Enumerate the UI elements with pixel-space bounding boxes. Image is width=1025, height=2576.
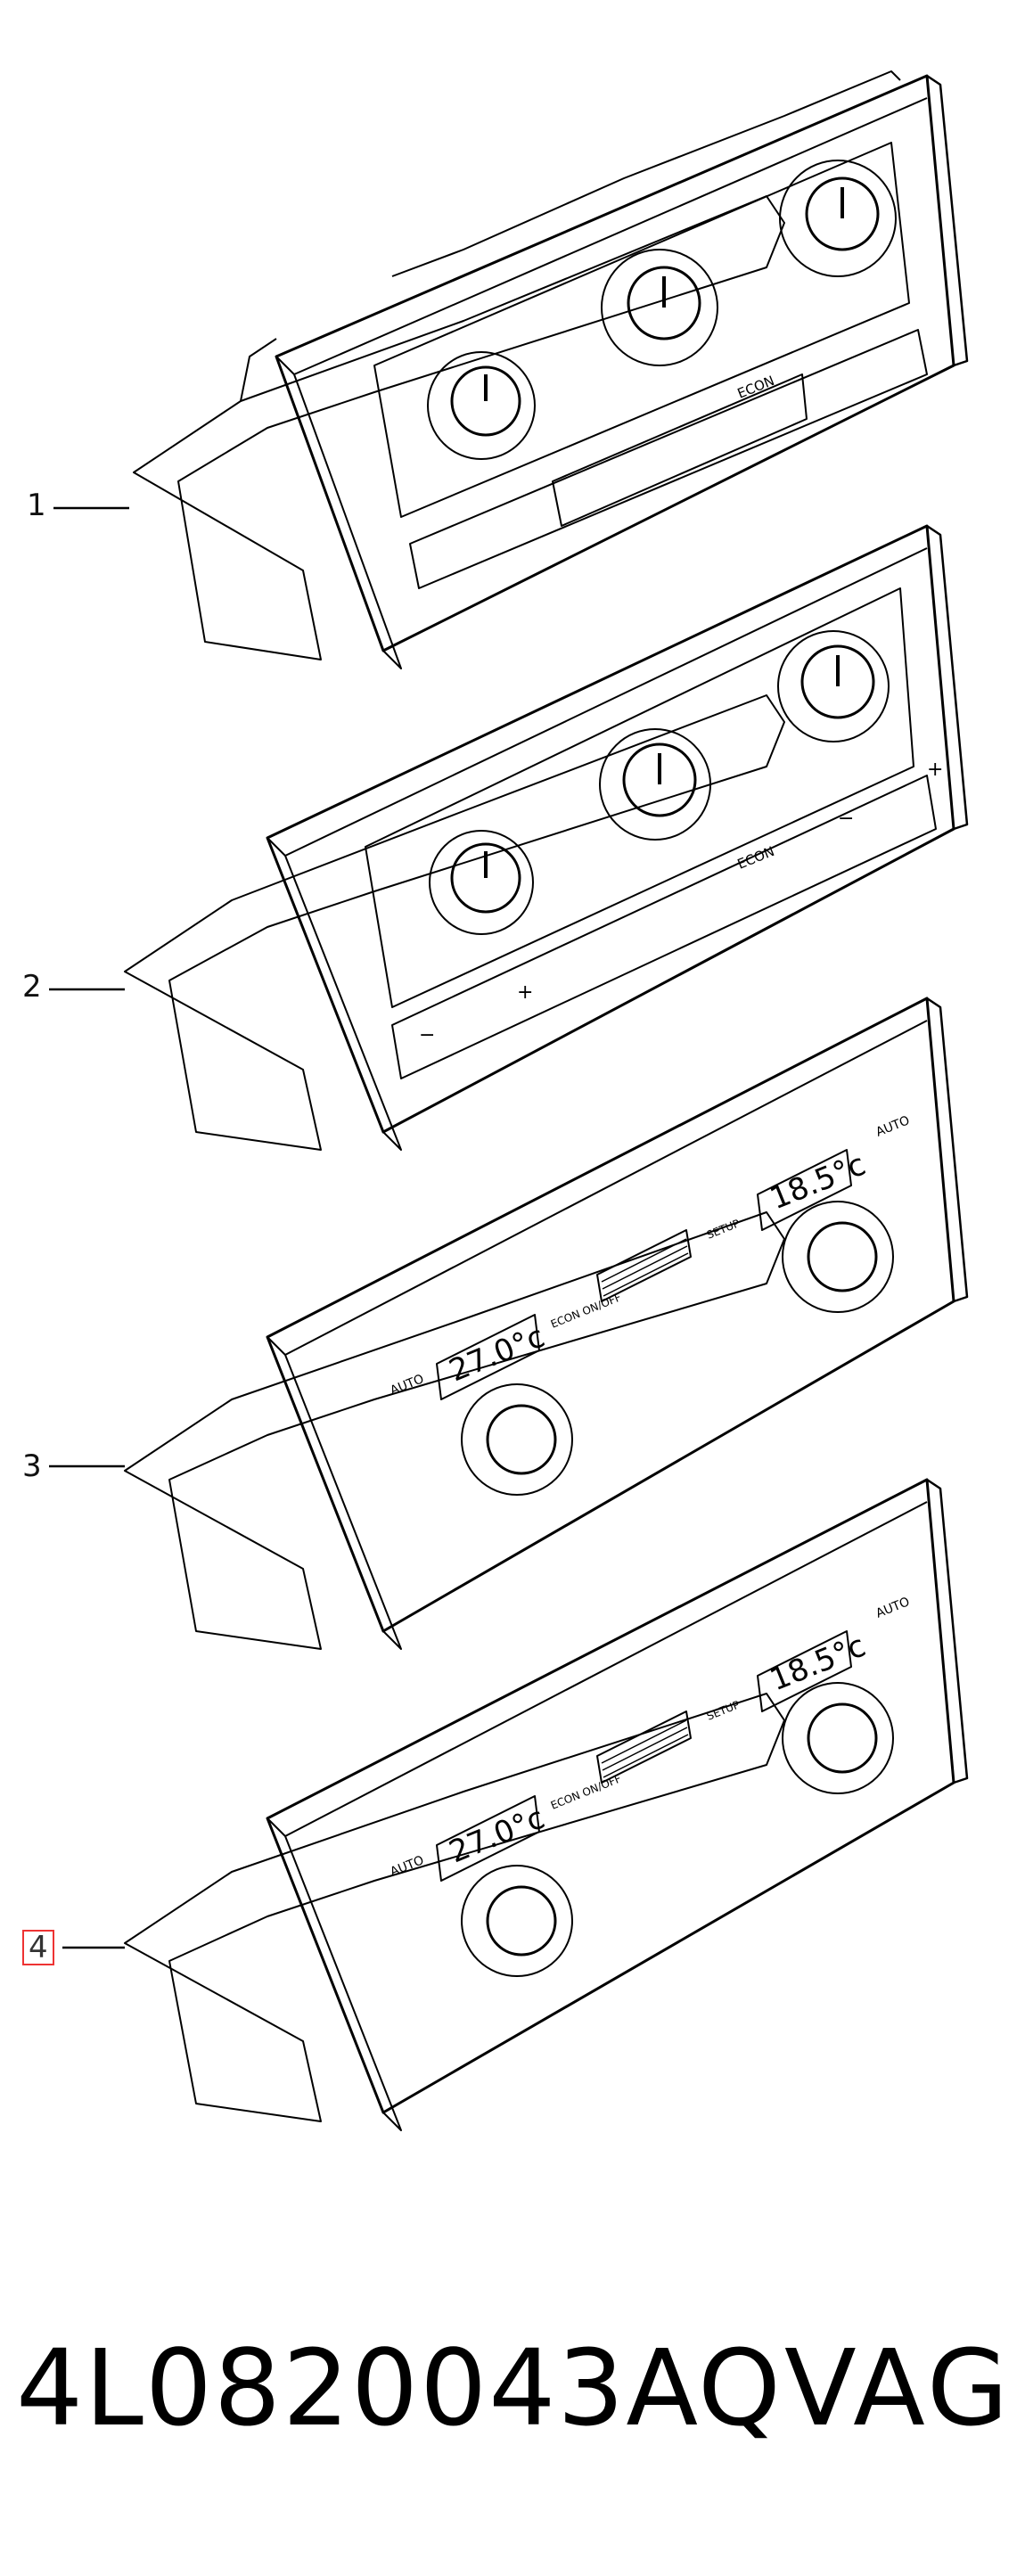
display-left-4: 27.0°c — [444, 1801, 549, 1871]
econ-label-4: ECON ON/OFF — [549, 1772, 623, 1811]
auto-left-4: AUTO — [389, 1853, 427, 1880]
seat-plus-right: + — [927, 759, 943, 781]
part-number: 4L0820043AQ — [16, 2326, 783, 2449]
knob-8 — [782, 1201, 894, 1313]
setup-label-4: SETUP — [705, 1698, 742, 1722]
knob-3 — [779, 160, 897, 277]
setup-label-3: SETUP — [705, 1217, 742, 1241]
auto-right-3: AUTO — [874, 1113, 913, 1140]
knob-2 — [601, 249, 718, 366]
display-left-3: 27.0°c — [444, 1319, 549, 1390]
econ-label-2: ECON — [735, 843, 777, 873]
knob-4 — [429, 830, 534, 935]
callout-1: 1 — [27, 488, 46, 523]
knob-7 — [461, 1383, 573, 1496]
econ-label-3: ECON ON/OFF — [549, 1291, 623, 1330]
callout-3: 3 — [22, 1448, 42, 1484]
exploded-parts-diagram: ECON ECON − + − + — [49, 70, 969, 2131]
knob-5 — [599, 728, 711, 841]
auto-left-3: AUTO — [389, 1372, 427, 1399]
seat-minus-right: − — [838, 808, 854, 830]
seat-minus-left: − — [419, 1024, 435, 1046]
display-right-3: 18.5°c — [765, 1147, 870, 1218]
knob-10 — [782, 1682, 894, 1794]
panel-3: 27.0°c 18.5°c AUTO AUTO ECON ON/OFF SETU… — [124, 997, 969, 1650]
panel-2: ECON − + − + — [124, 524, 969, 1151]
knob-9 — [461, 1865, 573, 1977]
auto-right-4: AUTO — [874, 1595, 913, 1621]
display-right-4: 18.5°c — [765, 1628, 870, 1699]
knob-1 — [427, 351, 536, 460]
manufacturer: VAG — [784, 2326, 1013, 2449]
seat-plus-left: + — [517, 981, 533, 1004]
panel-4: 27.0°c 18.5°c AUTO AUTO ECON ON/OFF SETU… — [124, 1478, 969, 2131]
panel-1: ECON — [133, 70, 969, 669]
knob-6 — [777, 630, 890, 742]
callout-4-highlighted[interactable]: 4 — [22, 1930, 54, 1965]
callout-2: 2 — [22, 969, 42, 1005]
